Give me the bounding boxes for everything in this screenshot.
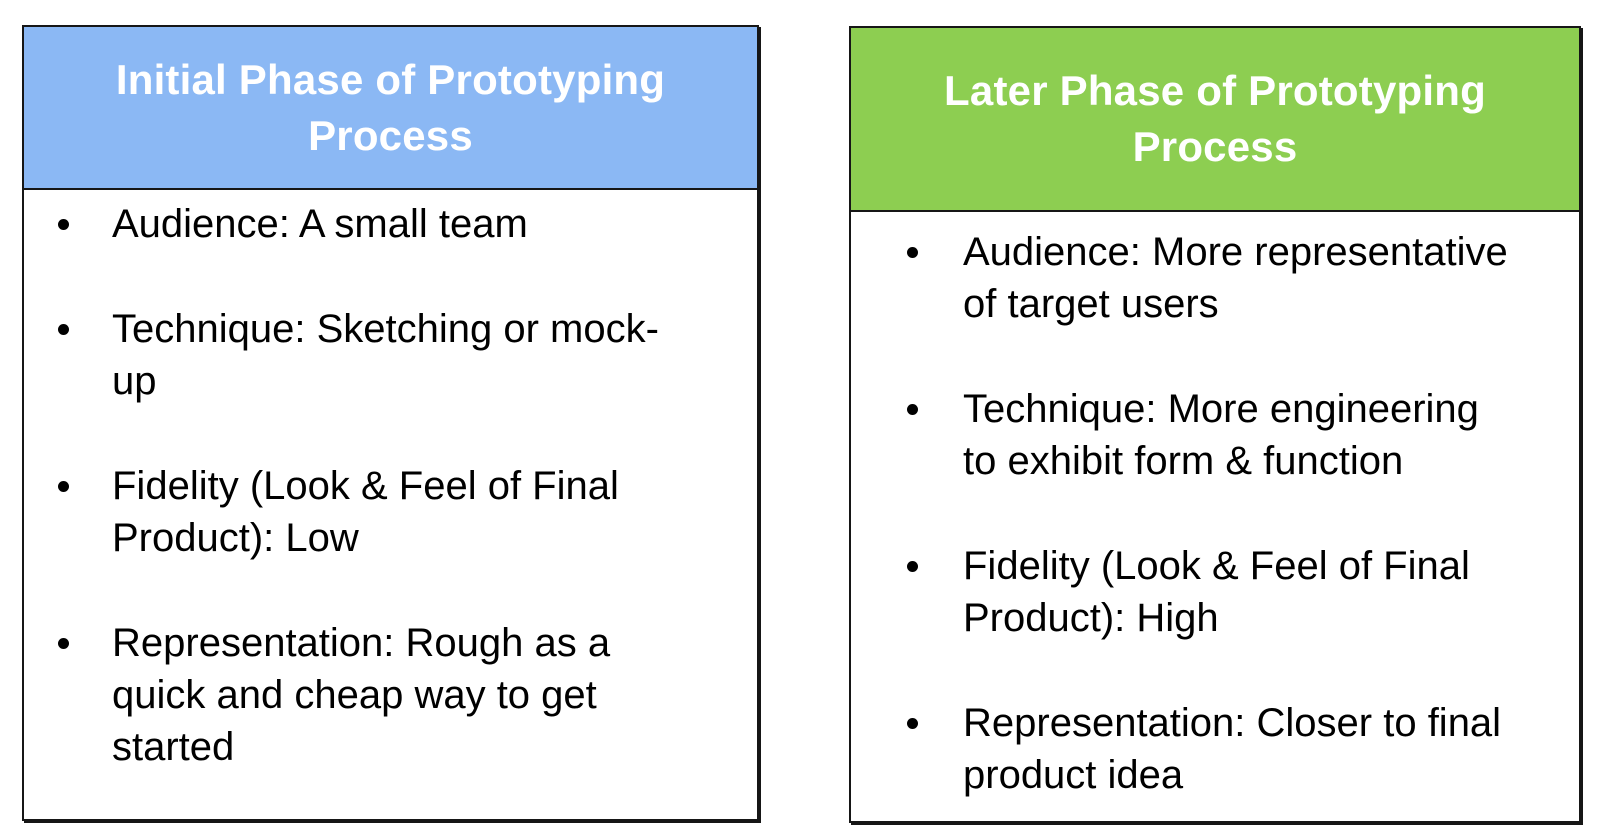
bullet-text: Fidelity (Look & Feel of Final Product):… (112, 464, 619, 560)
bullet-icon (58, 324, 69, 335)
bullet-text: Technique: Sketching or mock-up (112, 307, 659, 403)
bullet-text: Audience: A small team (112, 202, 528, 246)
bullet-list-later: Audience: More representative of target … (851, 212, 1579, 801)
list-item: Fidelity (Look & Feel of Final Product):… (907, 540, 1517, 644)
bullet-icon (907, 247, 918, 258)
bullet-text: Technique: More engineering to exhibit f… (963, 387, 1479, 483)
bullet-text: Fidelity (Look & Feel of Final Product):… (963, 544, 1470, 640)
panel-initial-phase: Initial Phase of Prototyping Process Aud… (22, 25, 759, 821)
panel-later-header: Later Phase of Prototyping Process (851, 28, 1579, 212)
bullet-icon (58, 481, 69, 492)
bullet-text: Representation: Closer to final product … (963, 701, 1502, 797)
list-item: Audience: A small team (58, 198, 671, 250)
list-item: Representation: Rough as a quick and che… (58, 617, 671, 773)
bullet-text: Audience: More representative of target … (963, 230, 1508, 326)
list-item: Representation: Closer to final product … (907, 697, 1517, 801)
bullet-list-initial: Audience: A small team Technique: Sketch… (24, 190, 757, 773)
bullet-icon (907, 404, 918, 415)
list-item: Technique: More engineering to exhibit f… (907, 383, 1517, 487)
bullet-icon (907, 718, 918, 729)
panel-initial-title: Initial Phase of Prototyping Process (115, 55, 666, 159)
bullet-icon (907, 561, 918, 572)
panel-later-phase: Later Phase of Prototyping Process Audie… (849, 26, 1581, 823)
list-item: Audience: More representative of target … (907, 226, 1517, 330)
panel-later-title: Later Phase of Prototyping Process (944, 67, 1486, 170)
bullet-icon (58, 638, 69, 649)
panel-initial-header: Initial Phase of Prototyping Process (24, 27, 757, 190)
bullet-icon (58, 219, 69, 230)
bullet-text: Representation: Rough as a quick and che… (112, 621, 611, 769)
list-item: Technique: Sketching or mock-up (58, 303, 671, 407)
list-item: Fidelity (Look & Feel of Final Product):… (58, 460, 671, 564)
